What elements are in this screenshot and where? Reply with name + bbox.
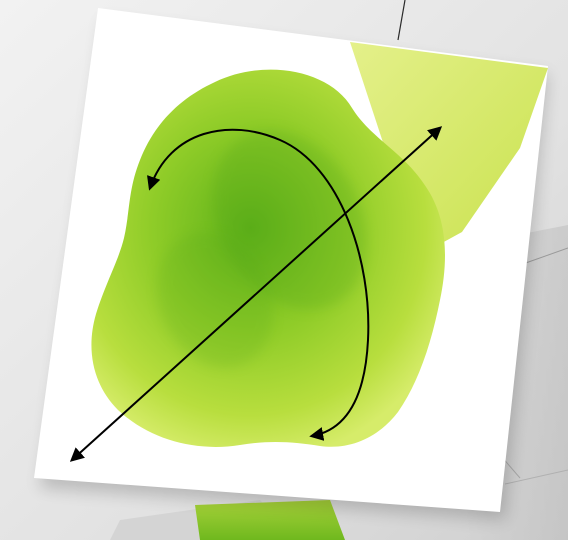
- rotation-axis-illustration: [0, 0, 568, 540]
- illustration-canvas: [0, 0, 568, 540]
